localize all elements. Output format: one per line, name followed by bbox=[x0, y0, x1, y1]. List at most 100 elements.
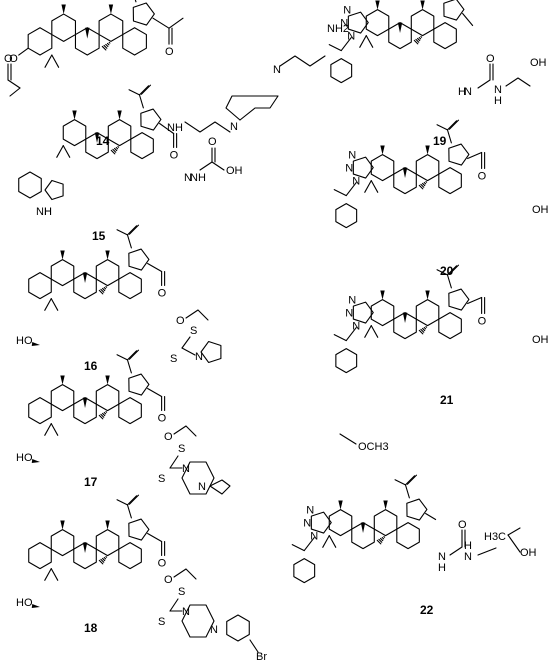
stereo-wedge bbox=[94, 132, 100, 143]
gem-methyl bbox=[370, 180, 379, 193]
hexagon-ring bbox=[107, 119, 132, 147]
isopropenyl-double bbox=[448, 119, 460, 130]
gem-methyl bbox=[50, 298, 59, 311]
gem-methyl bbox=[364, 325, 372, 338]
indole-h-label: H bbox=[44, 206, 52, 218]
stereo-wedge bbox=[105, 375, 110, 385]
stereo-wedge bbox=[108, 4, 114, 15]
hexagon-ring bbox=[415, 299, 440, 327]
acid-o-label: O bbox=[478, 316, 487, 328]
stereo-wedge bbox=[82, 542, 88, 553]
hashed-bond-stroke bbox=[103, 556, 107, 560]
hashed-bond-stroke bbox=[98, 289, 104, 295]
hashed-bond-stroke bbox=[420, 183, 425, 188]
compound-label-22: 22 bbox=[420, 603, 434, 617]
phenyl-ring bbox=[335, 348, 358, 374]
hashed-bond-stroke bbox=[422, 327, 426, 332]
ester-bond bbox=[147, 387, 163, 398]
hashed-bond-stroke bbox=[105, 285, 108, 288]
urea-n-label: N bbox=[438, 551, 446, 563]
isopropenyl-methyl bbox=[116, 229, 129, 236]
phenethyl-bond bbox=[345, 182, 357, 197]
methoxy-label: OCH3 bbox=[358, 441, 389, 453]
stereo-wedge bbox=[60, 520, 65, 530]
sulfur-label: S bbox=[178, 443, 185, 455]
hashed-bond-stroke bbox=[103, 411, 107, 415]
compound-label-18: 18 bbox=[84, 621, 98, 635]
isopropenyl-bond bbox=[138, 94, 144, 109]
propyl-chain bbox=[184, 121, 231, 133]
gem-methyl bbox=[370, 325, 379, 338]
triazole-n-label: N bbox=[348, 150, 356, 162]
stereo-wedge bbox=[425, 290, 430, 300]
hashed-bond-stroke bbox=[420, 35, 423, 38]
sulfur-label: S bbox=[190, 325, 197, 337]
isopropenyl-double bbox=[448, 264, 460, 275]
hashed-bond-stroke bbox=[102, 287, 106, 292]
ester-bond bbox=[147, 262, 163, 273]
hexagon-ring bbox=[118, 397, 142, 425]
phenethyl-bond bbox=[345, 327, 357, 342]
piperazine-ring bbox=[225, 95, 263, 121]
amide-bond bbox=[168, 17, 184, 29]
stereo-wedge bbox=[402, 167, 408, 178]
stereo-wedge bbox=[425, 145, 430, 155]
acid-o-label: O bbox=[478, 171, 487, 183]
hashed-bond-stroke bbox=[425, 180, 428, 183]
hashed-bond-stroke bbox=[103, 44, 108, 49]
stereo-wedge bbox=[360, 522, 366, 533]
hexagon-ring bbox=[122, 27, 147, 56]
hashed-bond-stroke bbox=[105, 43, 109, 48]
hashed-bond-stroke bbox=[115, 146, 119, 150]
hexagon-ring bbox=[370, 299, 395, 327]
triazole-ring bbox=[352, 301, 374, 324]
isopropenyl-double bbox=[128, 349, 140, 360]
hexagon-ring bbox=[415, 154, 440, 182]
hexagon-ring bbox=[98, 13, 124, 42]
compound-label-17: 17 bbox=[84, 475, 98, 489]
hashed-bond-stroke bbox=[418, 329, 424, 335]
triazole-ring bbox=[310, 511, 332, 534]
hashed-bond-stroke bbox=[100, 413, 105, 418]
oxygen-label: O bbox=[158, 413, 167, 425]
hexagon-ring bbox=[95, 259, 120, 287]
gem-methyl bbox=[322, 535, 330, 548]
triazole-n-label: N bbox=[347, 31, 355, 43]
phenethyl-methyl bbox=[328, 44, 342, 52]
acetyl-bond bbox=[7, 79, 21, 89]
piperazine-n-label: N bbox=[210, 624, 218, 636]
ethanol-chain bbox=[505, 77, 531, 87]
acid-oh-label: OH bbox=[532, 334, 549, 346]
stereo-wedge bbox=[402, 312, 408, 323]
isopropenyl-double bbox=[128, 224, 140, 235]
hashed-bond-stroke bbox=[420, 328, 425, 333]
ethyl-chain bbox=[173, 425, 197, 437]
carbonyl-bond bbox=[152, 17, 170, 29]
stereo-wedge bbox=[60, 375, 65, 385]
stereo-wedge bbox=[31, 604, 40, 608]
gem-methyl bbox=[44, 568, 52, 581]
isopropenyl-methyl bbox=[394, 479, 407, 486]
phenethyl-methyl bbox=[333, 334, 347, 342]
hashed-bond-stroke bbox=[380, 537, 384, 542]
hashed-bond-stroke bbox=[423, 181, 427, 185]
hydroxymethyl-bond bbox=[507, 534, 521, 553]
hashed-bond-stroke bbox=[413, 39, 419, 45]
piperazine-n-label: N bbox=[198, 481, 206, 493]
amine-label: NH2 bbox=[327, 23, 349, 35]
isopropenyl-double bbox=[404, 475, 416, 486]
hydroxyl-label: HO bbox=[16, 597, 33, 609]
hashed-bond-stroke bbox=[105, 555, 108, 558]
isopropenyl-methyl bbox=[436, 269, 449, 276]
oxygen-label: O bbox=[158, 558, 167, 570]
phenethyl-bond bbox=[340, 37, 352, 52]
thio-bond bbox=[169, 598, 179, 612]
thio-bond bbox=[181, 336, 191, 349]
phenyl-ring bbox=[335, 203, 358, 229]
hexagon-ring bbox=[51, 13, 77, 42]
